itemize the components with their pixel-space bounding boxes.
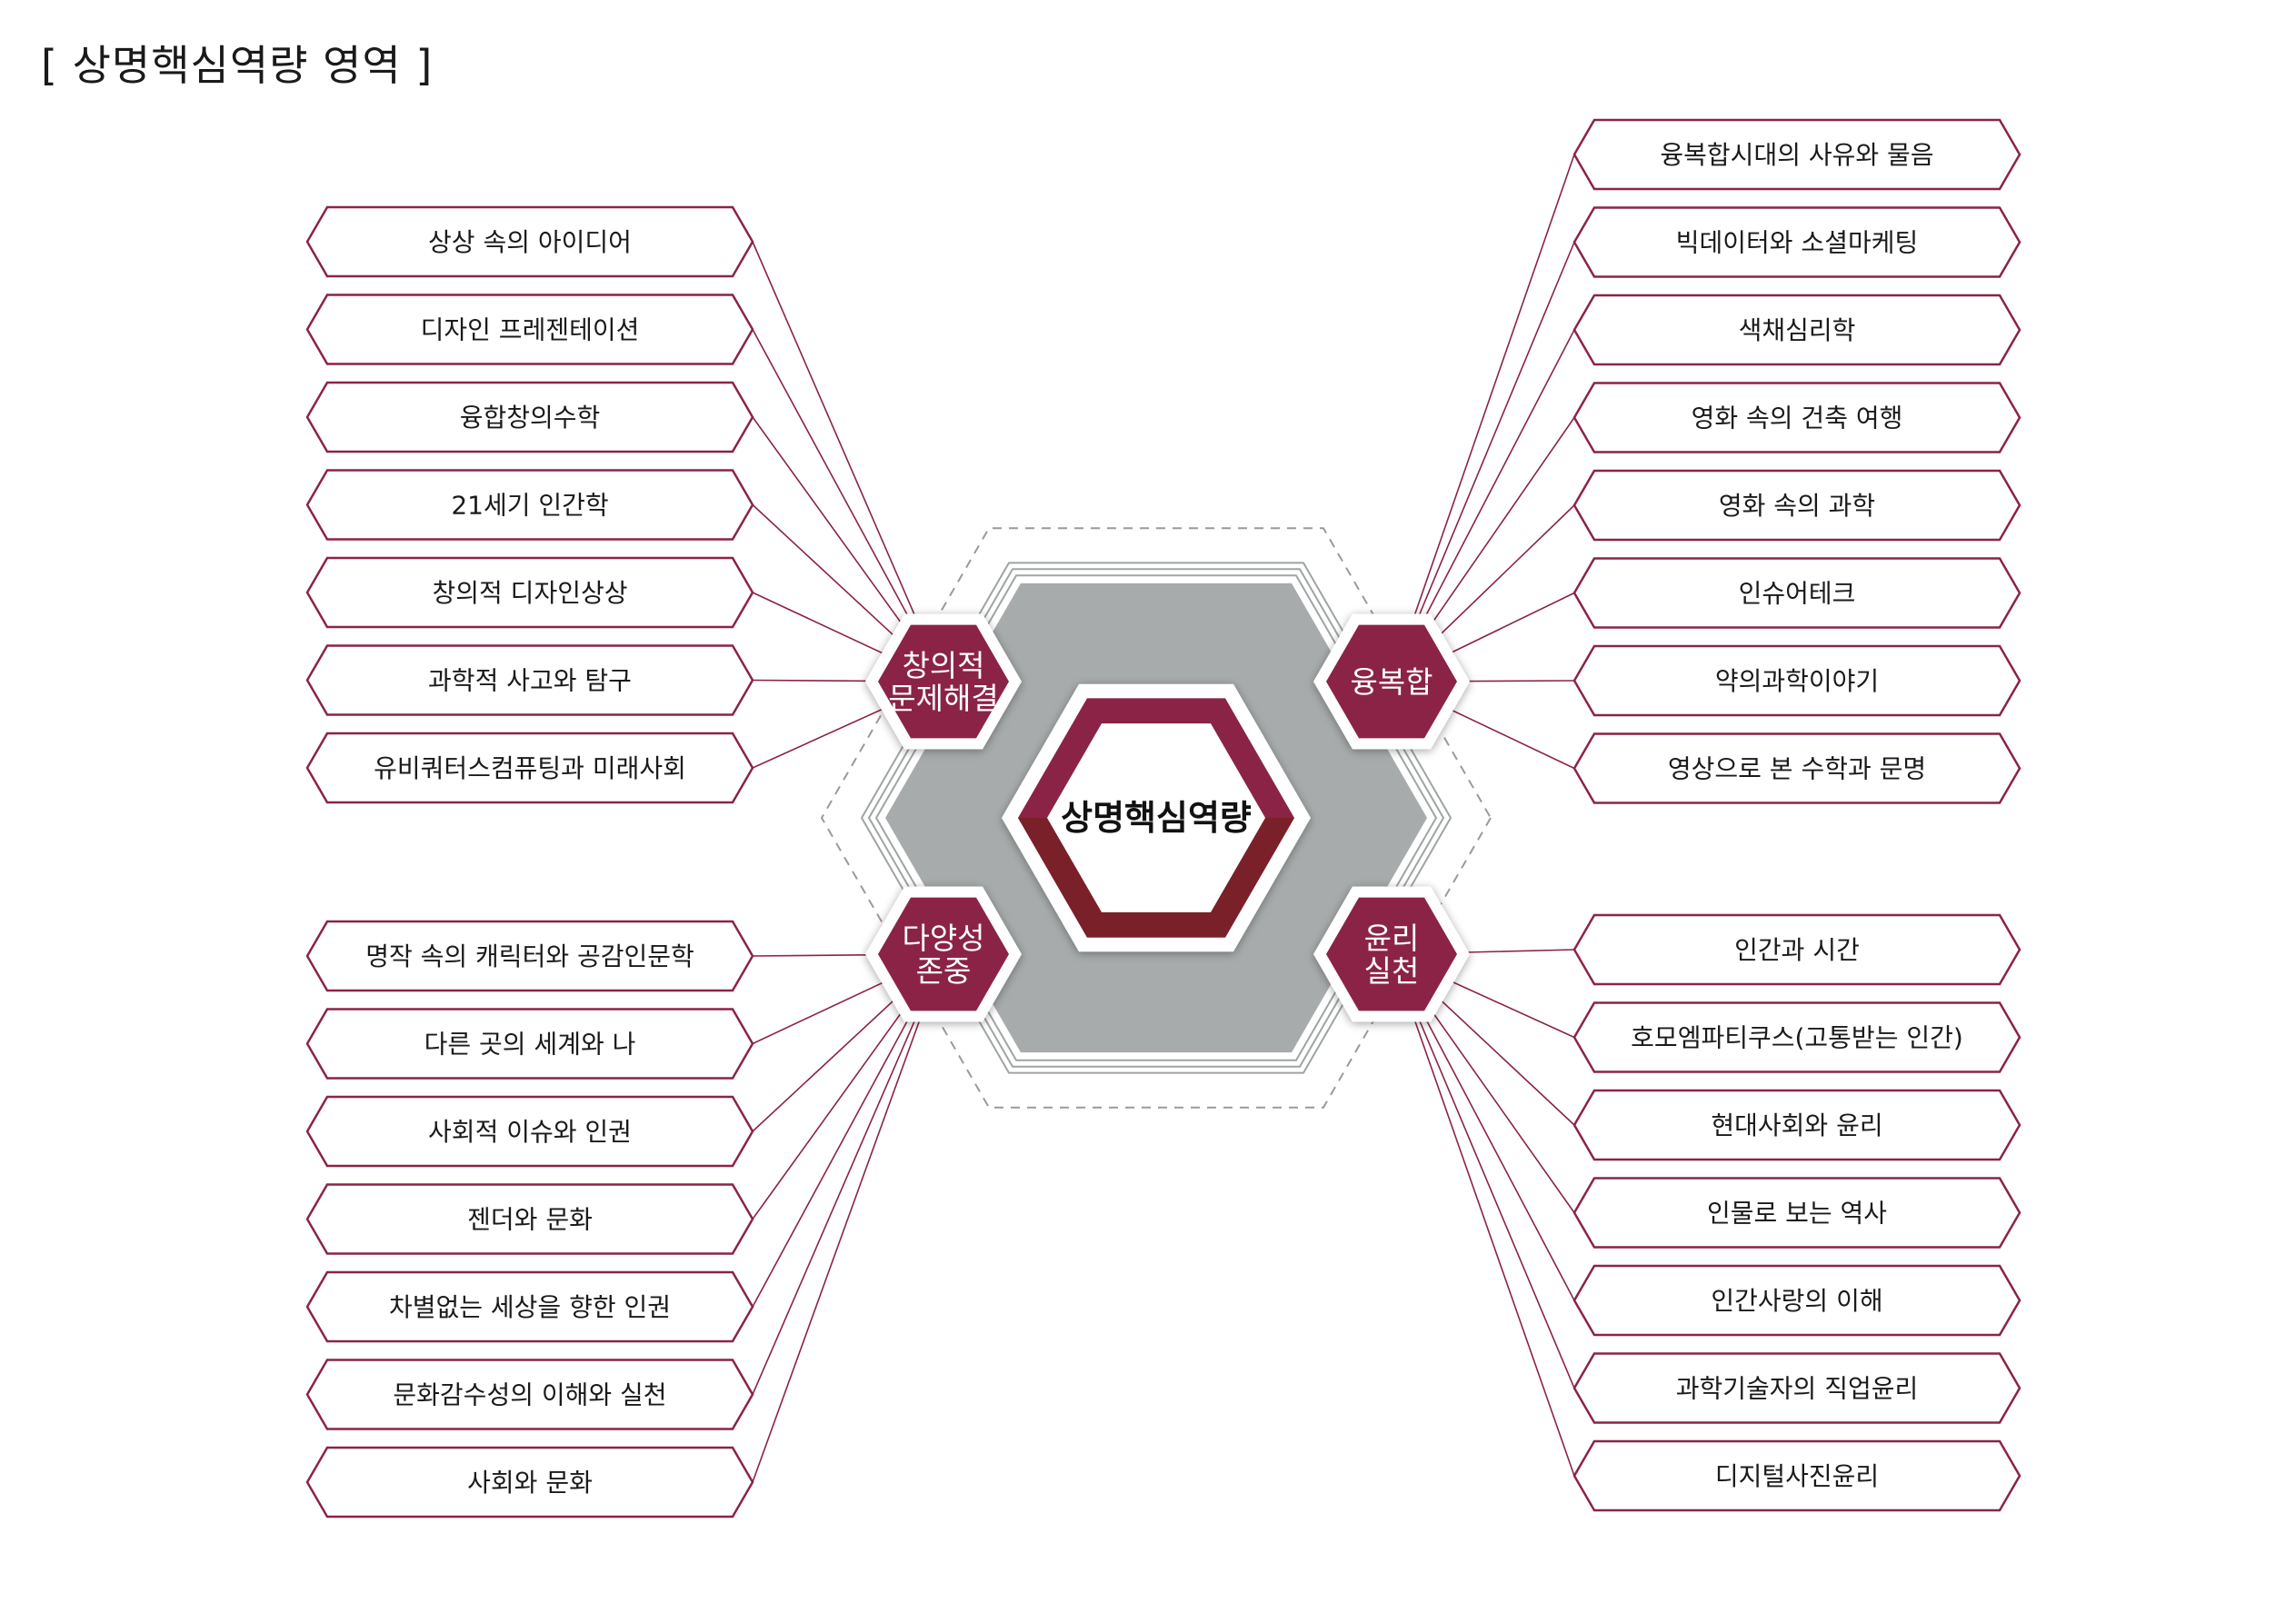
page-title: [ 상명핵심역량 영역 ]: [41, 41, 434, 90]
course-label: 명작 속의 캐릭터와 공감인문학: [365, 941, 694, 971]
course-label: 빅데이터와 소셜마케팅: [1676, 228, 1919, 258]
connector-line: [1391, 242, 1575, 682]
course-box: 문화감수성의 이해와 실천: [305, 1359, 754, 1430]
connector-line: [752, 241, 944, 682]
course-box: 영상으로 본 수학과 문명: [1572, 732, 2021, 804]
course-box: 약의과학이야기: [1572, 644, 2021, 717]
center-hexagon: 상명핵심역량: [1002, 683, 1311, 952]
course-label: 인간사랑의 이해: [1711, 1286, 1882, 1316]
course-box: 색채심리학: [1572, 294, 2021, 366]
gray-ring-hexagon: [867, 568, 1445, 1068]
course-box: 호모엠파티쿠스(고통받는 인간): [1572, 1001, 2021, 1073]
dashed-outline-hexagon: [820, 527, 1492, 1109]
course-box: 융복합시대의 사유와 물음: [1572, 118, 2021, 191]
connector-line: [752, 953, 944, 1483]
center-label: 상명핵심역량: [1061, 798, 1252, 838]
course-label: 디지털사진윤리: [1715, 1461, 1879, 1491]
course-box: 융합창의수학: [305, 381, 754, 453]
course-box: 과학기술자의 직업윤리: [1572, 1352, 2021, 1424]
course-label: 상상 속의 아이디어: [428, 227, 632, 257]
competency-node-convergence: 융복합: [1313, 613, 1470, 750]
course-box: 21세기 인간학: [305, 469, 754, 541]
course-box: 다른 곳의 세계와 나: [305, 1008, 754, 1080]
course-label: 사회적 이슈와 인권: [428, 1117, 632, 1147]
course-label: 과학기술자의 직업윤리: [1676, 1374, 1919, 1404]
course-box: 상상 속의 아이디어: [305, 205, 754, 278]
central-hexagon-cluster: 상명핵심역량: [820, 527, 1492, 1109]
course-box: 현대사회와 윤리: [1572, 1089, 2021, 1161]
course-label: 영상으로 본 수학과 문명: [1668, 754, 1926, 784]
competency-label: 창의적: [902, 648, 984, 683]
course-label: 과학적 사고와 탐구: [428, 666, 632, 696]
course-box: 사회와 문화: [305, 1446, 754, 1518]
course-box: 젠더와 문화: [305, 1183, 754, 1255]
gray-ring-hexagon: [874, 574, 1438, 1061]
course-label: 인물로 보는 역사: [1707, 1199, 1887, 1229]
course-label: 문화감수성의 이해와 실천: [393, 1380, 666, 1410]
connector-line: [1391, 953, 1575, 1389]
connector-line: [1391, 154, 1575, 682]
connector-line: [752, 953, 944, 1395]
course-box: 인간사랑의 이해: [1572, 1264, 2021, 1337]
course-box: 빅데이터와 소셜마케팅: [1572, 206, 2021, 278]
course-box: 과학적 사고와 탐구: [305, 644, 754, 716]
course-label: 영화 속의 건축 여행: [1692, 403, 1903, 433]
competency-label: 윤리: [1364, 921, 1420, 956]
course-label: 다른 곳의 세계와 나: [424, 1030, 636, 1060]
course-label: 젠더와 문화: [467, 1205, 593, 1235]
course-label: 호모엠파티쿠스(고통받는 인간): [1631, 1023, 1963, 1053]
competency-label: 실천: [1364, 953, 1420, 989]
gray-ring-hexagon: [860, 562, 1452, 1074]
course-label: 21세기 인간학: [451, 491, 608, 521]
course-box: 창의적 디자인상상: [305, 556, 754, 629]
course-box: 영화 속의 과학: [1572, 469, 2021, 542]
course-box: 영화 속의 건축 여행: [1572, 382, 2021, 453]
course-label: 차별없는 세상을 향한 인권: [389, 1292, 671, 1322]
course-box: 인간과 시간: [1572, 913, 2021, 986]
competency-label: 다양성: [902, 921, 984, 956]
course-label: 현대사회와 윤리: [1711, 1110, 1882, 1140]
course-box: 인슈어테크: [1572, 557, 2021, 629]
competency-label: 융복합: [1350, 664, 1433, 700]
course-box: 디자인 프레젠테이션: [305, 294, 754, 365]
course-box: 차별없는 세상을 향한 인권: [305, 1270, 754, 1343]
course-label: 인슈어테크: [1739, 579, 1856, 609]
course-label: 디자인 프레젠테이션: [421, 315, 640, 345]
course-label: 유비쿼터스컴퓨팅과 미래사회: [374, 753, 686, 783]
competency-label: 문제해결: [888, 681, 998, 716]
course-label: 융합창의수학: [460, 403, 601, 433]
course-label: 융복합시대의 사유와 물음: [1660, 140, 1933, 170]
course-label: 인간과 시간: [1734, 935, 1860, 965]
connector-line: [1391, 953, 1575, 1477]
course-box: 유비쿼터스컴퓨팅과 미래사회: [305, 732, 754, 804]
course-box: 인물로 보는 역사: [1572, 1177, 2021, 1249]
course-label: 창의적 디자인상상: [433, 578, 628, 608]
course-box: 사회적 이슈와 인권: [305, 1095, 754, 1168]
course-box: 명작 속의 캐릭터와 공감인문학: [305, 920, 754, 992]
course-label: 약의과학이야기: [1715, 666, 1879, 696]
competency-label: 존중: [916, 953, 972, 989]
course-label: 영화 속의 과학: [1719, 491, 1875, 521]
course-box: 디지털사진윤리: [1572, 1439, 2021, 1512]
course-label: 사회와 문화: [467, 1468, 593, 1498]
course-label: 색채심리학: [1739, 315, 1856, 345]
